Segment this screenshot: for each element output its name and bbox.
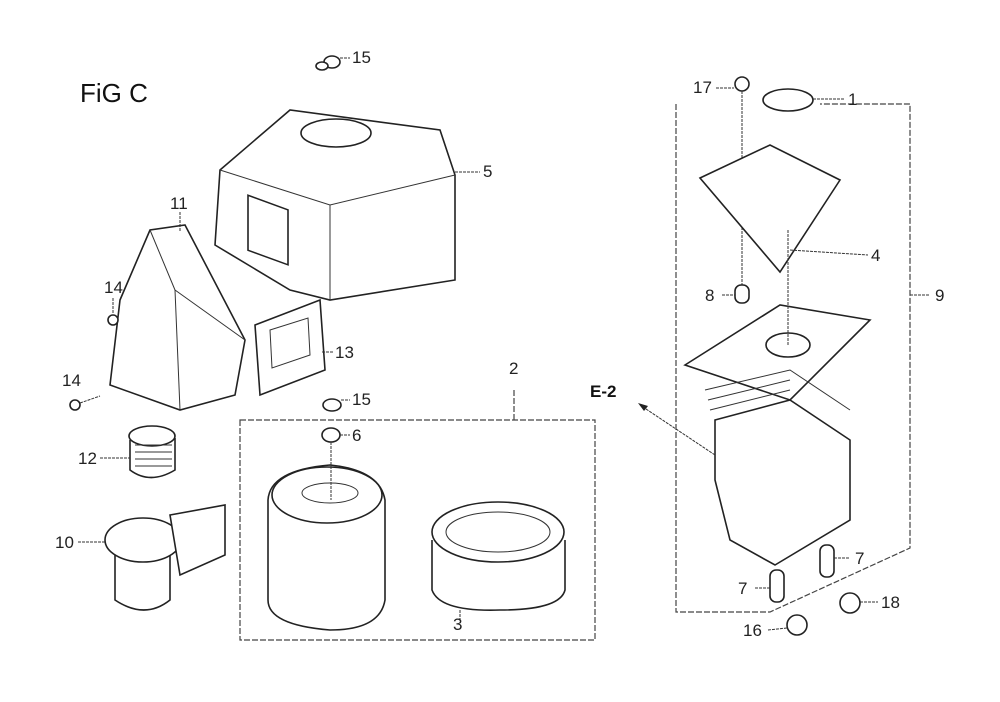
- bolt-14-upper: [107, 314, 119, 326]
- figure-title: FiG C: [80, 78, 148, 108]
- pre-cleaner-3: [431, 501, 566, 611]
- callout-10: 10: [55, 533, 74, 552]
- callout-4: 4: [871, 246, 881, 265]
- nut-18: [839, 592, 861, 614]
- screen-12: [128, 425, 176, 479]
- reference-label-e2[interactable]: E-2: [590, 382, 617, 401]
- callout-7: 7: [738, 579, 748, 598]
- callout-1: 1: [848, 90, 858, 109]
- callout-15: 15: [352, 48, 371, 67]
- gasket-4: [698, 144, 842, 274]
- seal-ring-1: [762, 88, 814, 112]
- pin-7-left: [769, 569, 785, 603]
- callout-15: 15: [352, 390, 371, 409]
- pin-7-right: [819, 544, 835, 578]
- callout-18: 18: [881, 593, 900, 612]
- elbow-11: [109, 224, 246, 411]
- callout-7: 7: [855, 549, 865, 568]
- air-filter-element: [267, 442, 386, 631]
- collar-8: [734, 284, 750, 304]
- elbow-base-10: [104, 504, 226, 611]
- nut-6: [321, 427, 341, 443]
- callout-12: 12: [78, 449, 97, 468]
- nut-16: [786, 614, 808, 636]
- air-cleaner-cover-5: [214, 109, 456, 301]
- gasket-13: [254, 298, 326, 397]
- reference-arrow-e2: [639, 404, 716, 456]
- callout-9: 9: [935, 286, 945, 305]
- callout-14: 14: [62, 371, 81, 390]
- callout-16: 16: [743, 621, 762, 640]
- callout-17: 17: [693, 78, 712, 97]
- wing-nut-15-lower: [322, 398, 342, 412]
- air-cleaner-case: [683, 230, 872, 566]
- bolt-14-lower: [69, 399, 81, 411]
- group-box-2: [239, 390, 596, 641]
- wing-nut-15-top: [315, 55, 341, 71]
- callout-11: 11: [170, 194, 188, 213]
- callout-14: 14: [104, 278, 123, 297]
- callout-13: 13: [335, 343, 354, 362]
- callout-5: 5: [483, 162, 493, 181]
- callout-2: 2: [509, 359, 519, 378]
- bolt-17: [734, 76, 750, 290]
- callout-6: 6: [352, 426, 362, 445]
- callout-8: 8: [705, 286, 715, 305]
- callout-3: 3: [453, 615, 463, 634]
